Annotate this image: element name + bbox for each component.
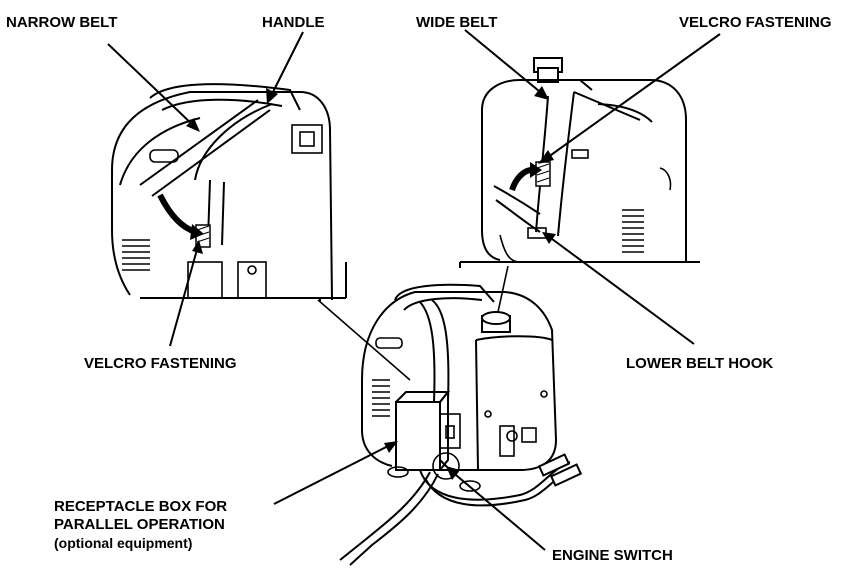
leader-lines (107, 29, 721, 551)
left-detail-view (111, 83, 347, 302)
label-velcro-fastening-left: VELCRO FASTENING (84, 355, 237, 372)
detail-connector-left (317, 299, 411, 381)
label-wide-belt: WIDE BELT (416, 14, 498, 31)
detail-connector-right (497, 265, 509, 313)
label-receptacle-line1: RECEPTACLE BOX FOR (54, 498, 228, 515)
main-generator (339, 283, 583, 566)
label-velcro-fastening-right: VELCRO FASTENING (679, 14, 832, 31)
label-engine-switch: ENGINE SWITCH (552, 547, 673, 564)
right-detail-view (459, 57, 700, 268)
label-receptacle-line3: (optional equipment) (54, 535, 193, 551)
label-narrow-belt: NARROW BELT (6, 14, 118, 31)
label-handle: HANDLE (262, 14, 325, 31)
label-receptacle-line2: PARALLEL OPERATION (54, 516, 225, 533)
label-lower-belt-hook: LOWER BELT HOOK (626, 355, 774, 372)
